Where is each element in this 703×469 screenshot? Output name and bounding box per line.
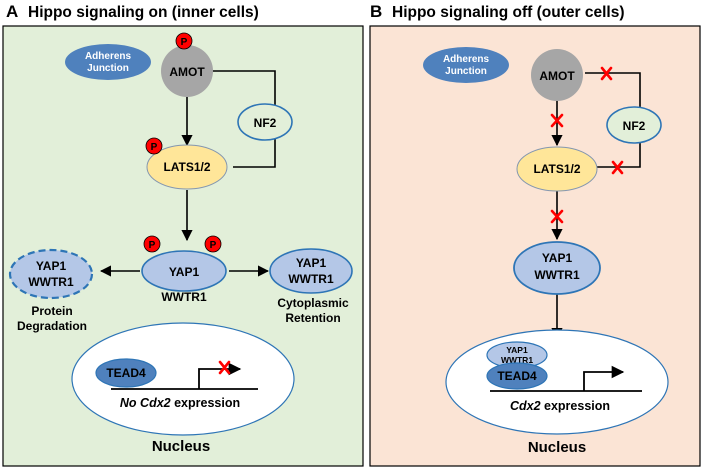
panel-b-tead4 [486, 362, 548, 390]
panel-a-wwtr-label: WWTR1 [161, 290, 207, 304]
panel-a-promoter-inhibit-icon [218, 360, 231, 375]
panel-a-yap-degraded-label-1: YAP1 [36, 259, 67, 273]
panel-a-yap-phospho-right [204, 235, 222, 253]
panel-b-yap-node [513, 241, 601, 295]
panel-a-yap-retained-label-2: WWTR1 [288, 272, 334, 286]
panel-a-adherens-junction [65, 44, 151, 80]
panel-a-lats-phospho-label: P [151, 142, 158, 153]
panel-b-amot-label: AMOT [539, 69, 575, 83]
panel-b-amot-lats-inhibit-icon [550, 113, 564, 128]
panel-a-yap-node [141, 250, 227, 292]
panel-a-retention-label-1: Cytoplasmic [277, 296, 349, 310]
panel-b-yap-label-1: YAP1 [542, 251, 573, 265]
panel-a-adherens-label-2: Junction [87, 63, 129, 74]
panel-b-adherens-label-2: Junction [445, 66, 487, 77]
panel-b-expression-text: Cdx2 expression [510, 399, 610, 413]
panel-b-yap-nuclear-label-1: YAP1 [506, 345, 528, 355]
panel-a-title: Hippo signaling on (inner cells) [28, 4, 259, 21]
panel-b-nucleus [445, 329, 669, 435]
panel-a-yap-phospho-left-label: P [149, 240, 156, 251]
panel-b-adherens-junction [423, 47, 509, 83]
panel-b-nf2-node [606, 106, 662, 144]
panel-a-nucleus-label: Nucleus [152, 438, 210, 455]
panel-a-tead4 [95, 358, 157, 388]
panel-b-yap-nuclear-label-2: WWTR1 [501, 355, 533, 365]
panel-a-yap-label: YAP1 [169, 265, 200, 279]
panel-a-nf2-node [237, 103, 293, 141]
panel-a-nucleus [71, 322, 295, 436]
panel-a-lats-label: LATS1/2 [163, 160, 210, 174]
panel-a: A Hippo signaling on (inner cells) Adher… [2, 2, 364, 467]
panel-b-letter: B [370, 2, 382, 21]
panel-a-lats-phospho [145, 137, 163, 155]
panel-b-nf2-lats-inhibit-icon [611, 160, 624, 175]
panel-a-yap-degraded-label-2: WWTR1 [28, 275, 74, 289]
panel-a-expression-italic: No Cdx2 [120, 396, 171, 410]
panel-b-promoter-arrow [583, 365, 625, 391]
panel-b-nf2-label: NF2 [623, 119, 646, 133]
panel-a-expression-rest: expression [171, 396, 240, 410]
panel-b-lats-node [516, 146, 598, 192]
panel-b-expression-rest: expression [541, 399, 610, 413]
panel-b-adherens-label-1: Adherens [443, 54, 490, 65]
panel-a-degradation-label-2: Degradation [17, 319, 87, 333]
panel-b-amot-node [531, 49, 583, 101]
panel-a-nf2-label: NF2 [254, 116, 277, 130]
panel-b: B Hippo signaling off (outer cells) Adhe… [369, 2, 701, 467]
panel-a-amot-phospho-label: P [181, 37, 188, 48]
panel-a-retention-label-2: Retention [285, 311, 340, 325]
panel-a-adherens-label-1: Adherens [85, 51, 132, 62]
panel-a-yap-retained-label-1: YAP1 [296, 256, 327, 270]
panel-a-amot-label: AMOT [169, 65, 205, 79]
panel-a-yap-phospho-left [143, 235, 161, 253]
panel-b-yap-label-2: WWTR1 [534, 268, 580, 282]
panel-b-lats-yap-inhibit-icon [550, 209, 564, 224]
panel-a-yap-retained [269, 248, 353, 294]
panel-b-nucleus-label: Nucleus [528, 439, 586, 456]
panel-a-amot-phospho [175, 32, 193, 50]
panel-b-title: Hippo signaling off (outer cells) [392, 4, 625, 21]
panel-a-yap-degraded [8, 248, 94, 300]
panel-a-lats-node [146, 144, 228, 190]
panel-a-letter: A [6, 2, 18, 21]
panel-b-lats-label: LATS1/2 [533, 162, 580, 176]
panel-b-tead4-label: TEAD4 [497, 369, 537, 383]
panel-a-expression-text: No Cdx2 expression [120, 396, 240, 410]
panel-b-expression-italic: Cdx2 [510, 399, 541, 413]
panel-a-amot-node [161, 45, 213, 97]
panel-a-yap-phospho-right-label: P [210, 240, 217, 251]
panel-b-amot-nf2-inhibit-icon [600, 66, 613, 81]
panel-a-degradation-label-1: Protein [31, 304, 72, 318]
panel-a-tead4-label: TEAD4 [106, 366, 146, 380]
